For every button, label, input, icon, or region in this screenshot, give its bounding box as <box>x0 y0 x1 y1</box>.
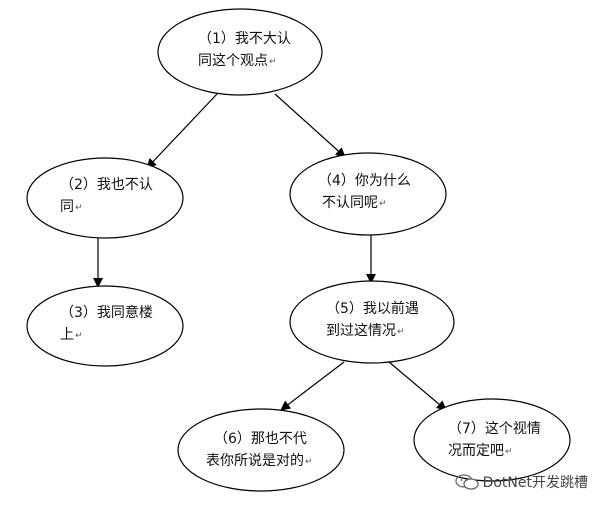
node-3-ellipse <box>26 285 184 367</box>
node-6-label: （6）那也不代 表你所说是对的↵ <box>206 428 313 473</box>
node-1-line-2: 同这个观点 <box>198 53 268 69</box>
node-4-line-2: 不认同呢 <box>322 195 378 211</box>
node-2-label: （2）我也不认 同↵ <box>60 174 153 219</box>
edge-n5-n6 <box>280 361 345 411</box>
node-1-ellipse <box>157 8 323 96</box>
return-mark: ↵ <box>75 203 83 213</box>
node-2-line-2: 同 <box>60 199 74 215</box>
watermark-text: DotNet开发跳槽 <box>482 475 588 491</box>
return-mark: ↵ <box>305 457 313 467</box>
return-mark: ↵ <box>75 331 83 341</box>
node-2-line-1: （2）我也不认 <box>60 177 153 193</box>
node-1-label: （1）我不大认 同这个观点↵ <box>198 28 291 73</box>
node-5-line-1: （5）我以前遇 <box>326 301 419 317</box>
node-7-line-2: 况而定吧 <box>448 443 504 459</box>
node-5-ellipse <box>289 280 455 364</box>
watermark: DotNet开发跳槽 <box>454 472 588 492</box>
node-6-line-1: （6）那也不代 <box>214 431 307 447</box>
return-mark: ↵ <box>269 57 277 67</box>
node-3-line-1: （3）我同意楼 <box>60 305 153 321</box>
edge-n5-n7 <box>388 361 447 411</box>
node-4-line-1: （4）你为什么 <box>318 173 411 189</box>
node-4-label: （4）你为什么 不认同呢↵ <box>318 170 411 215</box>
node-6-line-2: 表你所说是对的 <box>206 453 304 469</box>
edge-n1-n2 <box>146 93 218 169</box>
node-7-ellipse <box>413 398 571 482</box>
edge-n1-n4 <box>274 93 346 158</box>
node-7-label: （7）这个视情 况而定吧↵ <box>448 418 541 463</box>
return-mark: ↵ <box>505 447 513 457</box>
node-6-ellipse <box>177 408 345 492</box>
return-mark: ↵ <box>397 327 405 337</box>
node-3-label: （3）我同意楼 上↵ <box>60 302 153 347</box>
node-1-line-1: （1）我不大认 <box>198 31 291 47</box>
node-3-line-2: 上 <box>60 327 74 343</box>
return-mark: ↵ <box>379 199 387 209</box>
node-4-ellipse <box>289 152 447 236</box>
chat-bubbles-icon <box>454 474 479 490</box>
node-5-line-2: 到过这情况 <box>326 323 396 339</box>
node-2-ellipse <box>26 157 184 239</box>
node-5-label: （5）我以前遇 到过这情况↵ <box>326 298 419 343</box>
node-7-line-1: （7）这个视情 <box>448 421 541 437</box>
